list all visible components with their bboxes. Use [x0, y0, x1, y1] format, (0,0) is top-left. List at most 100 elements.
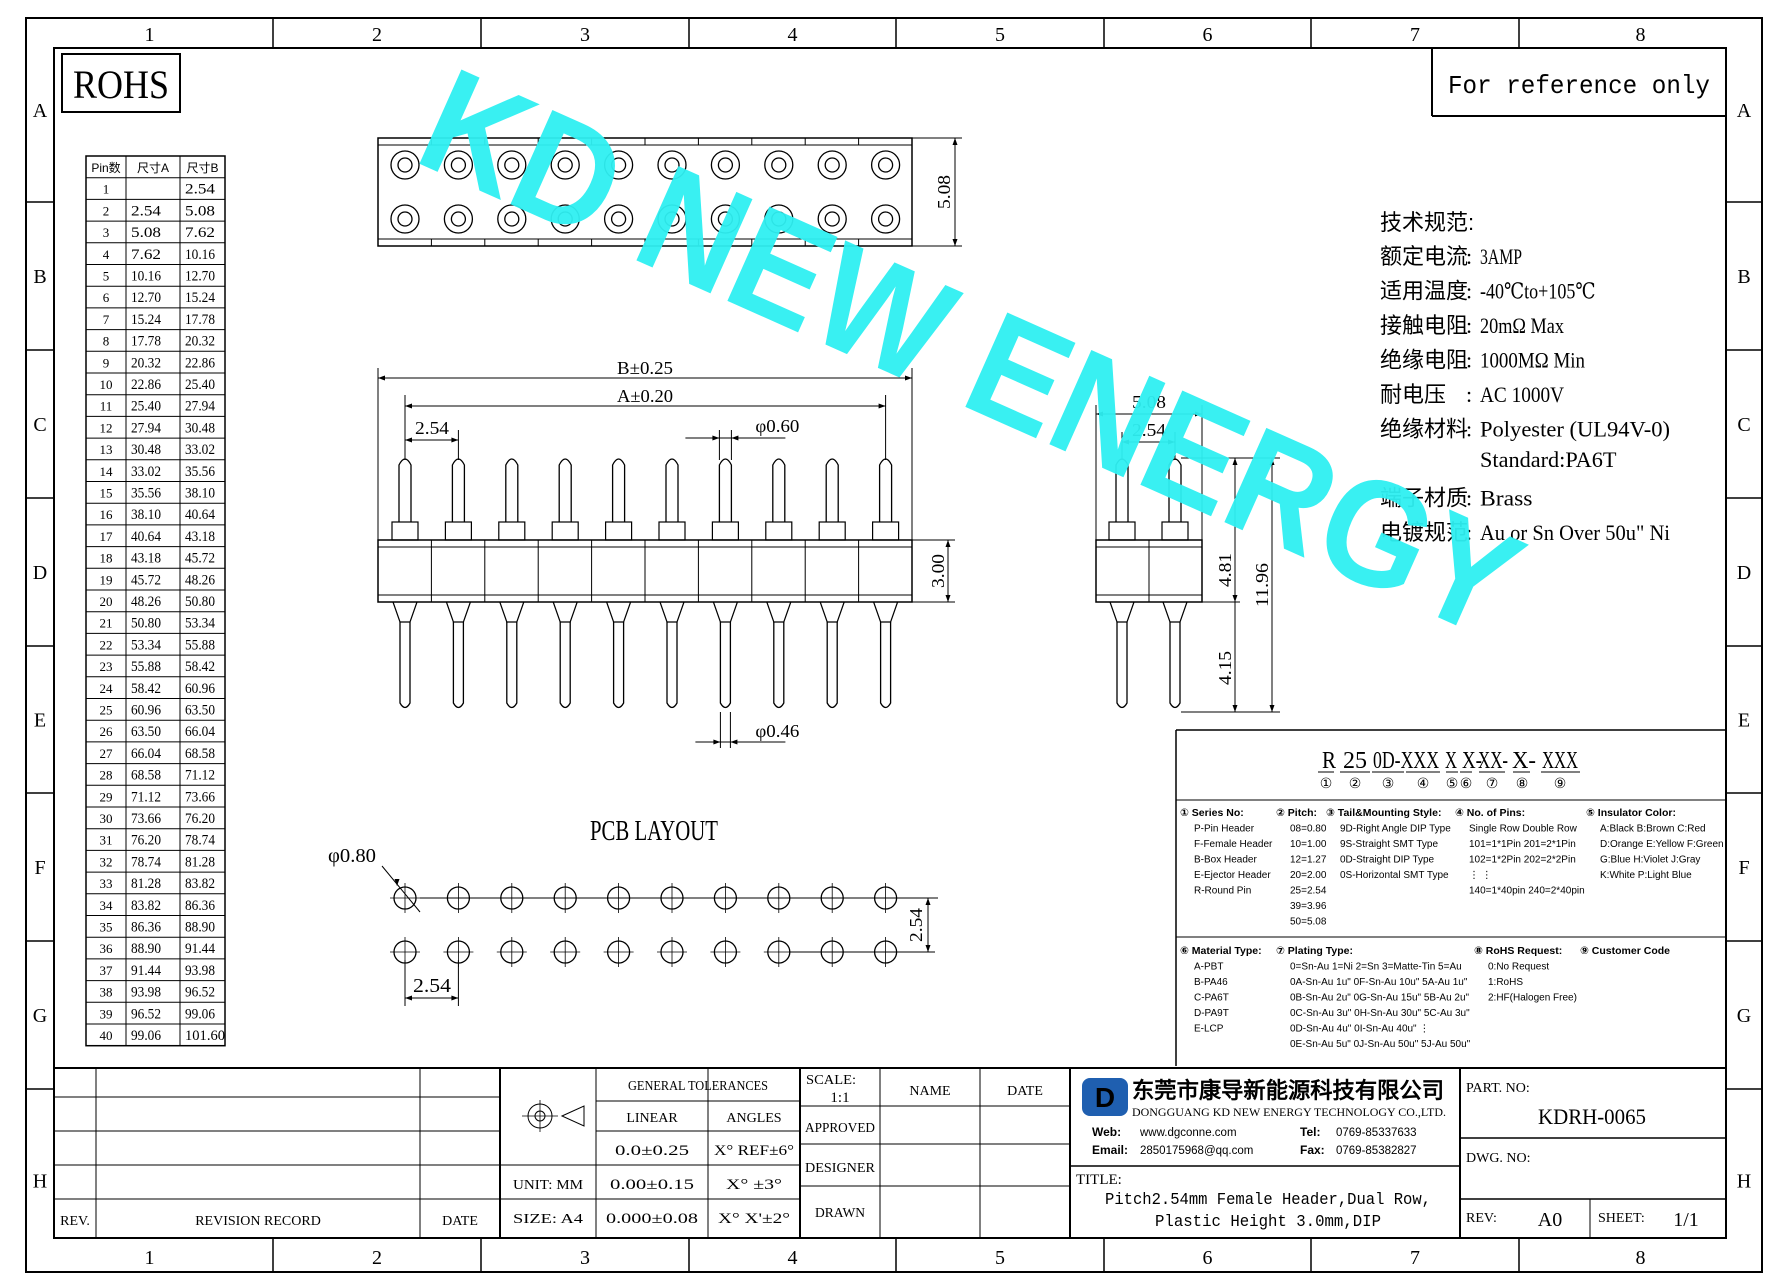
legend-line: 08=0.80: [1290, 824, 1327, 835]
angle-tol: X° REF±6°: [714, 1143, 794, 1159]
side-width-dimension: 5.08: [1132, 392, 1166, 412]
top-view-socket: [603, 150, 634, 180]
pin-table-cell: 10: [100, 377, 113, 392]
side-view-pin-collar: [1161, 521, 1189, 541]
spec-value: Standard:PA6T: [1480, 447, 1617, 472]
top-view-socket-hole: [504, 157, 520, 173]
pin-table-cell: 21: [100, 616, 113, 631]
pin-table-header: 尺寸A: [137, 161, 169, 175]
top-view-socket-hole: [557, 157, 573, 173]
top-view-socket-hole: [397, 211, 413, 227]
front-view-pin-collar: [604, 521, 633, 541]
top-view-socket: [497, 150, 527, 180]
pin-table-cell: 83.82: [131, 898, 161, 914]
column-label: 8: [1636, 1247, 1646, 1269]
pin-table-cell: 15.24: [185, 290, 215, 306]
rohs-label: ROHS: [73, 62, 169, 107]
dwg-no-label: DWG. NO:: [1466, 1151, 1531, 1166]
pin-table-cell: 73.66: [131, 811, 161, 827]
spec-colon: :: [1466, 486, 1472, 511]
front-view-taper: [659, 601, 685, 623]
front-view-tail: [452, 622, 465, 709]
dimension-arrow: [1122, 439, 1129, 445]
name-header: NAME: [909, 1084, 950, 1099]
leader-line: [381, 865, 421, 913]
pin-table-cell: 99.06: [185, 1006, 215, 1022]
legend-line: Single Row Double Row: [1469, 824, 1578, 835]
part-code-segment: XX-: [1478, 748, 1508, 774]
pcb-layout-title: PCB LAYOUT: [590, 816, 718, 847]
row-label: B: [1737, 266, 1750, 288]
angle-tol: X° ±3°: [726, 1177, 782, 1193]
dimension-arrow: [925, 945, 931, 952]
dimension-arrow: [405, 403, 412, 409]
side-view-taper: [1162, 601, 1188, 623]
reference-note: For reference only: [1448, 71, 1710, 101]
pin-table-cell: 2.54: [185, 182, 216, 198]
pin-table-cell: 30.48: [131, 442, 161, 458]
web-label: Web:: [1092, 1125, 1121, 1139]
top-view-socket-hole: [610, 211, 627, 227]
pin-table-cell: 53.34: [185, 616, 215, 632]
pin-table-cell: 2: [103, 203, 110, 218]
projection-symbol-icon: [560, 1105, 585, 1127]
spec-colon: :: [1466, 348, 1472, 373]
spec-label: 绝缘电阻: [1380, 348, 1468, 373]
pin-table-cell: 4: [103, 247, 110, 262]
pin-table-cell: 18: [100, 551, 113, 566]
pin-table-cell: 43.18: [131, 551, 161, 567]
legend-title: ⑦ Plating Type:: [1276, 945, 1353, 957]
column-label: 1: [145, 1247, 155, 1269]
legend-line: A:Black B:Brown C:Red: [1600, 824, 1706, 835]
front-view-taper: [445, 601, 471, 623]
pin-table-cell: 39: [100, 1006, 113, 1021]
legend-line: 1:RoHS: [1488, 977, 1523, 988]
scale-label: SCALE:: [806, 1073, 856, 1088]
pin-table-cell: 12: [100, 420, 113, 435]
pin-table-cell: 28: [100, 768, 113, 783]
top-view-socket: [764, 150, 794, 180]
top-view-socket-hole: [664, 211, 680, 227]
company-name-cn: 东莞市康导新能源科技有限公司: [1132, 1078, 1444, 1103]
front-view-pin: [611, 458, 626, 522]
part-code-marker: ⑦: [1486, 775, 1499, 791]
front-view-tail: [612, 622, 625, 709]
top-view-socket: [550, 204, 580, 234]
legend-title: ⑨ Customer Code: [1580, 945, 1670, 957]
top-view-socket-hole: [557, 211, 573, 227]
column-label: 4: [788, 1247, 798, 1269]
top-view-socket: [710, 150, 741, 180]
legend-line: 0E-Sn-Au 5u" 0J-Sn-Au 50u" 5J-Au 50u": [1290, 1039, 1471, 1050]
pin-table-cell: 26: [100, 724, 114, 739]
row-label: G: [33, 1005, 47, 1027]
tel-value: 0769-85337633: [1336, 1127, 1417, 1139]
overall-height-dimension: 11.96: [1252, 563, 1272, 607]
pin-table-frame: [85, 155, 226, 1047]
title-line: Plastic Height 3.0mm,DIP: [1155, 1213, 1381, 1232]
legend-line: K:White P:Light Blue: [1600, 870, 1692, 881]
part-code-segment: X: [1445, 748, 1457, 774]
top-view-socket-hole: [717, 157, 734, 173]
part-code-marker: ③: [1382, 775, 1395, 791]
pin-table-cell: 45.72: [131, 572, 161, 588]
front-view-pin-collar: [551, 521, 579, 541]
pin-table-cell: 1: [103, 182, 110, 197]
pcb-row-pitch-dimension: 2.54: [906, 908, 926, 942]
title-label: TITLE:: [1076, 1172, 1122, 1188]
pin-table-cell: 9: [103, 355, 110, 370]
dimension-arrow: [952, 239, 958, 246]
pin-table-cell: 71.12: [185, 768, 215, 784]
dimension-arrow: [378, 375, 385, 381]
watermark: KD NEW ENERGY: [398, 36, 1544, 669]
front-view-tail: [666, 622, 678, 709]
pin-table-cell: 29: [100, 789, 113, 804]
pin-table-cell: 25.40: [185, 377, 215, 393]
top-view-socket-hole: [824, 211, 840, 227]
front-view-taper: [819, 601, 845, 623]
spec-value: Polyester (UL94V-0): [1480, 417, 1670, 442]
pin-table-cell: 25.40: [131, 399, 161, 415]
